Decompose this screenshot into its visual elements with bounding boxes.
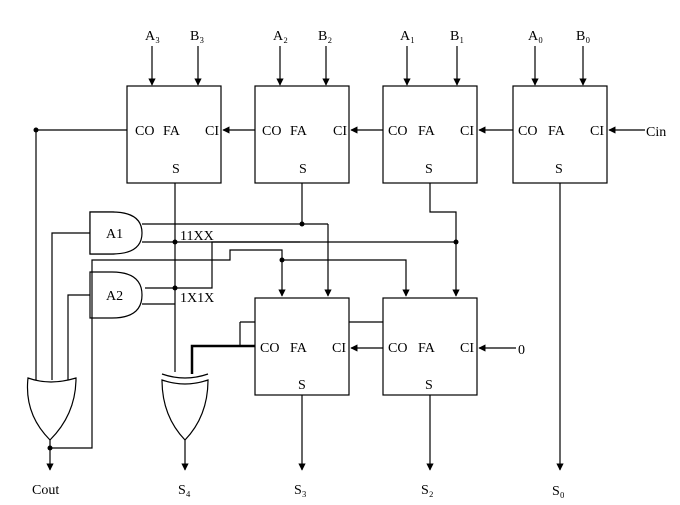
fa1-sum-to-and2: [145, 241, 456, 289]
fa0-input-b: B₀: [576, 29, 590, 44]
fa3-input-a: A₃: [145, 29, 160, 44]
fa2-input-b: B₂: [318, 29, 332, 44]
fa2-fa: FA: [290, 124, 308, 139]
zero-label: 0: [518, 343, 525, 358]
cout-feedback-2: [282, 259, 410, 297]
or-gate-cout: [26, 377, 77, 441]
carry-in-label: Cin: [646, 125, 666, 140]
and-gate-a1: A1: [89, 211, 143, 255]
fa3-co: CO: [135, 124, 154, 139]
fa1-input-a: A₁: [400, 29, 415, 44]
fa5-fa: FA: [418, 341, 436, 356]
lower-carry-to-xor: [190, 344, 255, 374]
input-arrows: [148, 46, 587, 86]
s4-label: S₄: [178, 483, 191, 498]
fa3-input-b: B₃: [190, 29, 204, 44]
full-adder-lower-right: CO FA CI S: [382, 297, 478, 396]
cout-label: Cout: [32, 483, 59, 498]
and2-pattern: 1X1X: [180, 291, 214, 306]
fa1-s: S: [425, 162, 433, 177]
xor-gate-s4: [161, 373, 209, 441]
fa2-sum-wire: [175, 183, 303, 225]
and1-label: A1: [106, 227, 123, 242]
fa2-s: S: [299, 162, 307, 177]
fa2-input-a: A₂: [273, 29, 288, 44]
cout-feedback: [50, 249, 286, 449]
and1-pattern: 11XX: [180, 229, 214, 244]
fa0-fa: FA: [548, 124, 566, 139]
fa4-co: CO: [260, 341, 279, 356]
s3-label: S₃: [294, 483, 307, 498]
fa4-fa: FA: [290, 341, 308, 356]
s2-label: S₂: [421, 483, 434, 498]
fa5-co: CO: [388, 341, 407, 356]
s0-label: S₀: [552, 484, 565, 499]
fa3-s: S: [172, 162, 180, 177]
full-adder-0: CO FA CI S A₀ B₀: [512, 29, 608, 184]
and-gate-a2: A2: [89, 271, 143, 319]
fa1-input-b: B₁: [450, 29, 464, 44]
fa1-fa: FA: [418, 124, 436, 139]
fa0-ci: CI: [590, 124, 604, 139]
and1-out: [51, 232, 90, 380]
fa2-ci: CI: [333, 124, 347, 139]
fa0-input-a: A₀: [528, 29, 543, 44]
fa1-co: CO: [388, 124, 407, 139]
fa5-ci: CI: [460, 341, 474, 356]
fa3-ci: CI: [205, 124, 219, 139]
fa3-fa: FA: [163, 124, 181, 139]
fa0-s: S: [555, 162, 563, 177]
full-adder-2: CO FA CI S A₂ B₂: [254, 29, 350, 184]
and2-out: [67, 294, 90, 380]
fa0-co: CO: [518, 124, 537, 139]
carry-chain-top: Cin: [33, 125, 666, 380]
full-adder-1: CO FA CI S A₁ B₁: [382, 29, 478, 184]
full-adder-3: CO FA CI S A₃ B₃: [126, 29, 222, 184]
fa2-co: CO: [262, 124, 281, 139]
fa1-ci: CI: [460, 124, 474, 139]
fa4-ci: CI: [332, 341, 346, 356]
fa4-s: S: [298, 378, 306, 393]
and2-label: A2: [106, 289, 123, 304]
fa5-s: S: [425, 378, 433, 393]
s0-output: S₀: [552, 183, 565, 499]
full-adder-lower-left: CO FA CI S: [254, 297, 350, 396]
fa1-sum-wire: [429, 183, 460, 297]
